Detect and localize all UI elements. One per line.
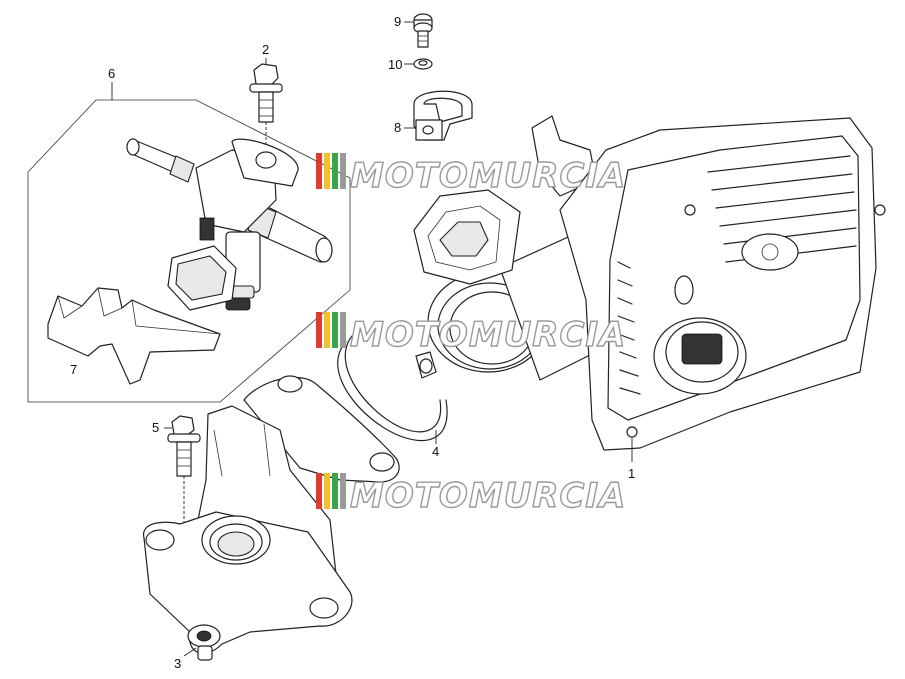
screw-2-drawing bbox=[249, 63, 283, 160]
clip-drawing bbox=[413, 90, 473, 141]
watermark-text: MOTOMURCIA bbox=[350, 315, 626, 355]
watermark-stripe-green bbox=[332, 312, 338, 348]
watermark-text: MOTOMURCIA bbox=[350, 476, 626, 516]
injector-kit-frame bbox=[27, 99, 351, 403]
part-label-3: 3 bbox=[174, 656, 181, 671]
screw-5-drawing bbox=[167, 415, 201, 530]
watermark-stripe-red bbox=[316, 473, 322, 509]
part-label-1: 1 bbox=[628, 466, 635, 481]
fuel-injector-drawing bbox=[126, 138, 333, 311]
watermark-stripe-green bbox=[332, 473, 338, 509]
washer-drawing bbox=[413, 58, 433, 70]
watermark-top: MOTOMURCIA bbox=[316, 153, 626, 197]
part-label-8: 8 bbox=[394, 120, 401, 135]
throttle-body-drawing bbox=[413, 115, 886, 451]
intake-manifold-drawing bbox=[143, 375, 400, 661]
watermark-text: MOTOMURCIA bbox=[350, 156, 626, 196]
part-labels: 1 2 3 4 5 6 7 8 9 10 bbox=[70, 14, 635, 671]
part-label-10: 10 bbox=[388, 57, 402, 72]
part-label-9: 9 bbox=[394, 14, 401, 29]
clamp-band-drawing bbox=[337, 335, 448, 441]
watermark-stripe-red bbox=[316, 312, 322, 348]
watermark-stripe-grey bbox=[340, 153, 346, 189]
part-label-4: 4 bbox=[432, 444, 439, 459]
watermark-stripe-red bbox=[316, 153, 322, 189]
part-label-2: 2 bbox=[262, 42, 269, 57]
watermark-stripe-grey bbox=[340, 312, 346, 348]
screw-9-drawing bbox=[413, 13, 433, 48]
watermark-stripe-green bbox=[332, 153, 338, 189]
watermark-stripe-yellow bbox=[324, 153, 330, 189]
watermark-stripe-yellow bbox=[324, 312, 330, 348]
watermark-middle: MOTOMURCIA bbox=[316, 312, 626, 356]
watermark-stripe-grey bbox=[340, 473, 346, 509]
watermark-bottom: MOTOMURCIA bbox=[316, 473, 626, 517]
part-label-6: 6 bbox=[108, 66, 115, 81]
watermark-stripe-yellow bbox=[324, 473, 330, 509]
bracket-drawing bbox=[47, 287, 221, 385]
part-label-7: 7 bbox=[70, 362, 77, 377]
part-label-5: 5 bbox=[152, 420, 159, 435]
